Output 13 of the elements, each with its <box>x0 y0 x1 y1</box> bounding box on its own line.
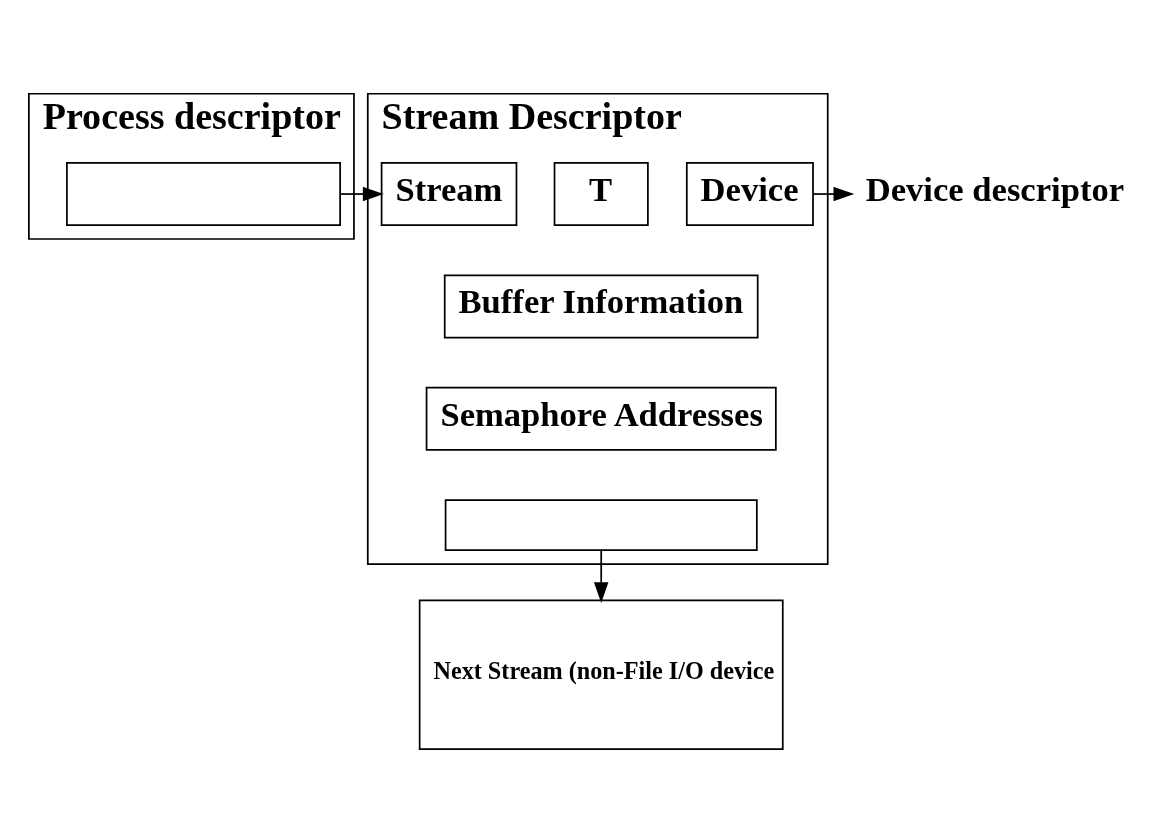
node-box: Buffer Information <box>443 274 759 339</box>
arrow <box>339 186 384 202</box>
arrow <box>812 186 855 202</box>
node-box: Semaphore Addresses <box>425 386 777 451</box>
node-box: Next Stream (non-File I/O device <box>418 599 784 750</box>
node-box <box>66 162 341 227</box>
node-box <box>444 499 758 552</box>
arrow <box>593 549 609 603</box>
cluster: Process descriptor <box>28 92 355 240</box>
node-box: Stream <box>380 162 518 227</box>
node-text: Device descriptor <box>865 169 1125 208</box>
node-box: T <box>553 162 649 227</box>
node-box: Device <box>685 162 814 227</box>
